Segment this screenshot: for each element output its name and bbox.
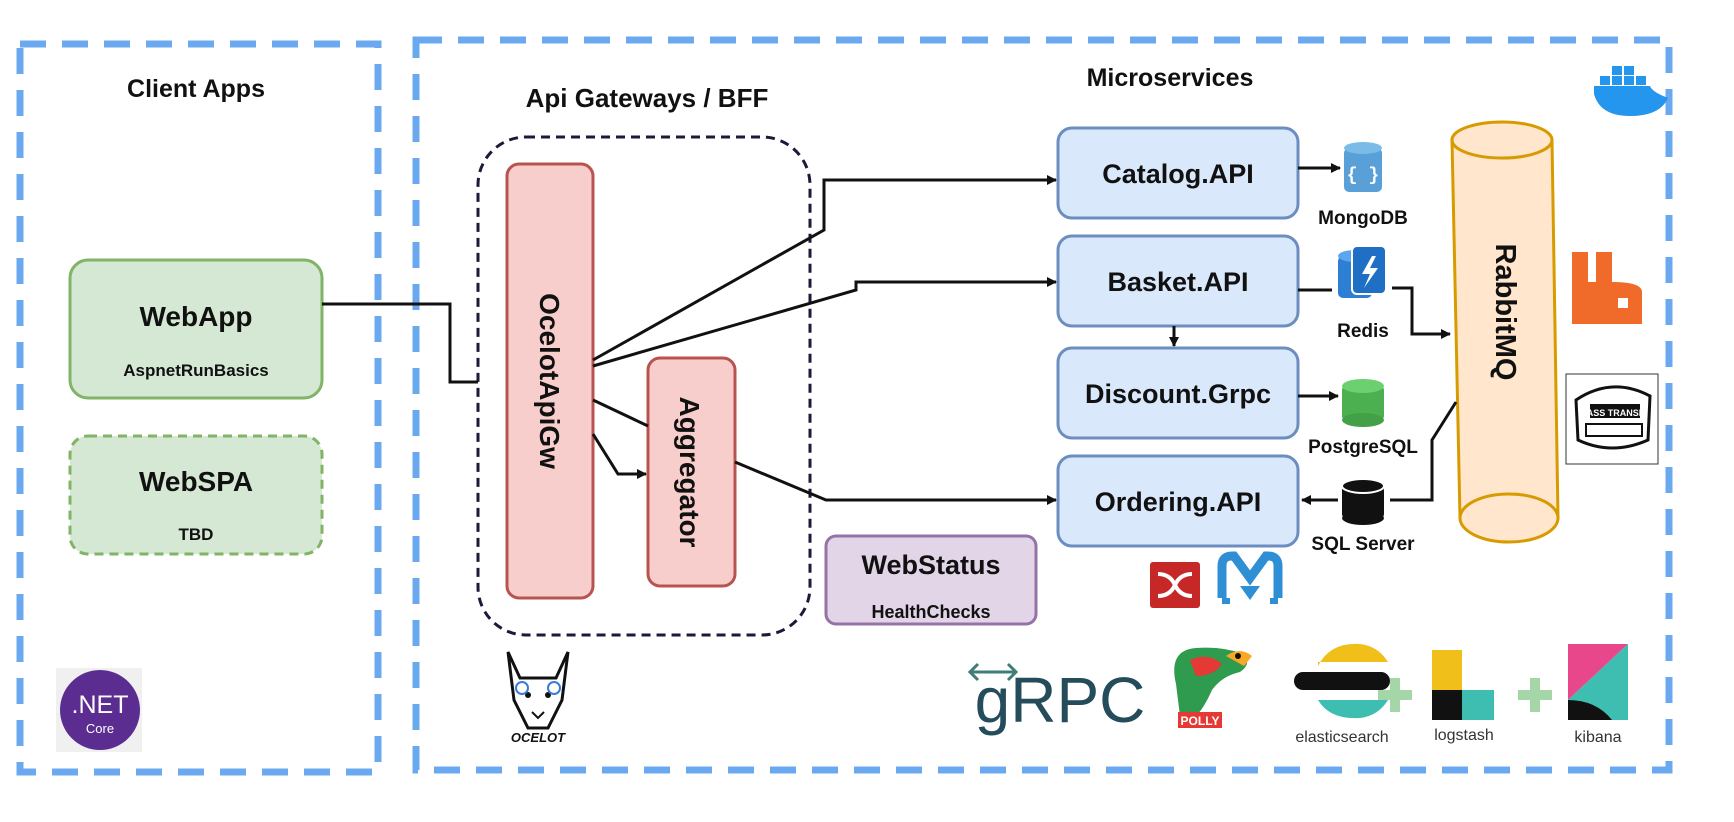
aggregator-to-ordering-connector (734, 460, 1057, 505)
gateways-title: Api Gateways / BFF (526, 83, 769, 113)
postgresql-label: PostgreSQL (1308, 437, 1418, 458)
webstatus-box[interactable] (824, 534, 1038, 626)
gateway-to-catalog-connector (592, 175, 1057, 362)
webspa-title: WebSPA (139, 466, 253, 497)
masstransit-logo-icon: MASS TRANSIT (1565, 373, 1659, 465)
masstransit-logo-text: MASS TRANSIT (1579, 408, 1647, 418)
gateway-to-basket-connector (592, 277, 1057, 368)
elasticsearch-label: elasticsearch (1295, 729, 1388, 746)
catalog-api-label: Catalog.API (1102, 159, 1254, 189)
backend-frame (412, 36, 1673, 774)
webapp-to-gateway-connector (322, 302, 478, 384)
grpc-logo-text: gRPC (975, 664, 1146, 736)
plus-icon (1378, 678, 1412, 712)
ocelot-gateway-label: OcelotApiGw (534, 293, 565, 469)
elasticsearch-icon (1294, 643, 1390, 719)
logstash-icon (1432, 650, 1494, 720)
polly-logo-text: POLLY (1181, 714, 1220, 728)
webapp-subtitle: AspnetRunBasics (123, 361, 268, 380)
discount-grpc-label: Discount.Grpc (1085, 379, 1271, 409)
mongodb-label: MongoDB (1318, 208, 1408, 229)
aggregator-box[interactable] (646, 356, 737, 588)
rabbitmq-broker[interactable]: RabbitMQ (1450, 120, 1560, 544)
aggregator-label: Aggregator (674, 397, 705, 548)
mongodb-icon: { } (1344, 142, 1382, 192)
plus-icon-2 (1518, 678, 1552, 712)
client-apps-frame (16, 40, 382, 776)
sqlserver-icon (1341, 478, 1385, 525)
dotnet-logo-subtext: Core (86, 721, 114, 736)
catalog-api-box[interactable] (1056, 126, 1300, 220)
docker-whale-icon (1594, 66, 1668, 116)
logstash-label: logstash (1434, 727, 1494, 744)
discount-grpc-box[interactable] (1056, 346, 1300, 440)
webspa-box[interactable] (68, 434, 324, 556)
mediatr-icon (1217, 551, 1283, 604)
basket-to-rabbitmq-connector (1298, 286, 1450, 334)
webapp-title: WebApp (139, 301, 252, 332)
dotnet-logo-text: .NET (72, 691, 129, 719)
ordering-api-box[interactable] (1056, 454, 1300, 548)
redis-icon (1338, 245, 1387, 298)
rabbitmq-to-ordering-connector (1390, 401, 1458, 502)
gateway-to-aggregator-connector-2 (591, 433, 647, 479)
redis-label: Redis (1337, 321, 1389, 342)
rabbitmq-logo-icon (1572, 252, 1642, 324)
polly-parrot-icon: POLLY (1174, 647, 1252, 728)
rabbitmq-label: RabbitMQ (1489, 244, 1521, 381)
microservices-title: Microservices (1087, 64, 1254, 92)
webapp-box[interactable] (68, 258, 324, 400)
ocelot-logo: OCELOT (506, 651, 570, 745)
basket-api-box[interactable] (1056, 234, 1300, 328)
client-apps-title: Client Apps (127, 75, 265, 103)
basket-api-label: Basket.API (1107, 267, 1248, 297)
ocelot-logo-text: OCELOT (511, 730, 566, 745)
webstatus-title: WebStatus (861, 550, 1000, 580)
ordering-api-label: Ordering.API (1095, 487, 1262, 517)
svg-text:{ }: { } (1347, 166, 1379, 186)
grpc-logo: gRPC (967, 662, 1146, 736)
gateway-group (476, 135, 812, 637)
webspa-subtitle: TBD (179, 525, 214, 544)
kibana-icon (1568, 644, 1628, 720)
fluent-validation-icon (1150, 562, 1200, 608)
webstatus-subtitle: HealthChecks (871, 602, 990, 622)
postgresql-icon (1342, 379, 1384, 427)
sqlserver-label: SQL Server (1311, 534, 1415, 555)
dotnet-core-logo: .NET Core (56, 668, 142, 752)
ocelot-gateway-box[interactable] (505, 162, 595, 600)
gateway-to-aggregator-connector-1 (592, 398, 649, 428)
kibana-label: kibana (1574, 729, 1621, 746)
